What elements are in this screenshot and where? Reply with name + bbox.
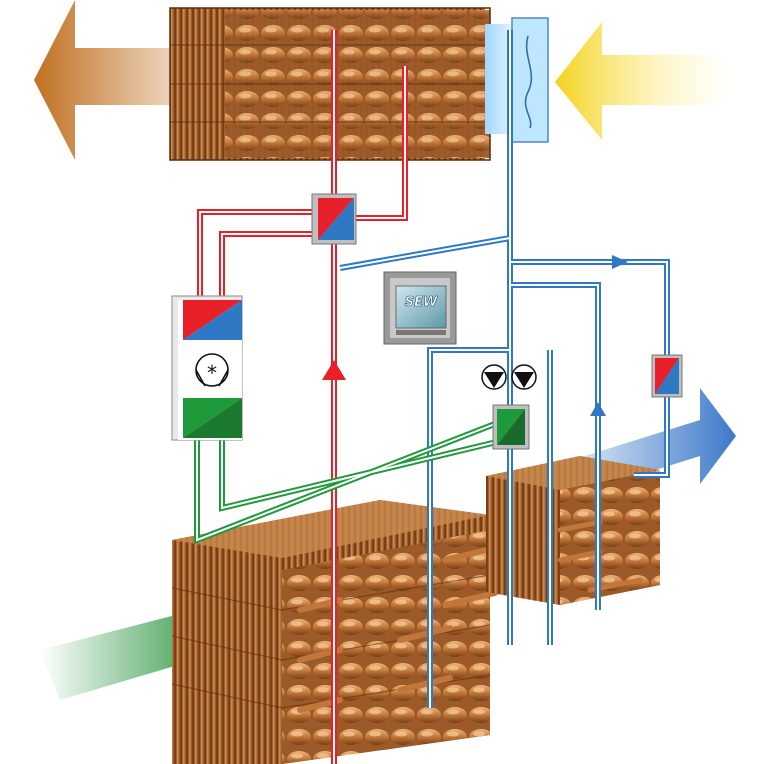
control-panel-icon	[383, 271, 457, 345]
compressor-icon: *	[195, 353, 229, 387]
compressor-unit: *	[171, 295, 243, 441]
top-heat-exchanger	[169, 7, 491, 161]
svg-text:*: *	[207, 361, 217, 385]
supply-air-arrow-icon	[555, 22, 735, 140]
right-heat-exchanger-valve-icon	[651, 354, 683, 398]
green-circuit-pipes	[194, 417, 507, 545]
green-heat-exchanger-valve-icon	[492, 404, 530, 450]
fresh-air-arrow-icon	[40, 565, 232, 705]
flow-arrow-icon-right	[612, 255, 628, 269]
top-heat-exchanger-valve-icon	[311, 193, 357, 245]
flow-arrow-icon	[322, 360, 346, 380]
fan-unit	[485, 17, 549, 143]
exhaust-air-arrow-icon	[34, 0, 230, 160]
cold-water-pipes	[339, 30, 670, 708]
pump-icon	[481, 364, 507, 390]
bottom-right-heat-exchanger	[486, 456, 660, 605]
hmi-brand-label: SEW	[405, 295, 438, 310]
pump-icon-2	[511, 364, 537, 390]
flow-arrow-icon-up	[590, 402, 606, 416]
